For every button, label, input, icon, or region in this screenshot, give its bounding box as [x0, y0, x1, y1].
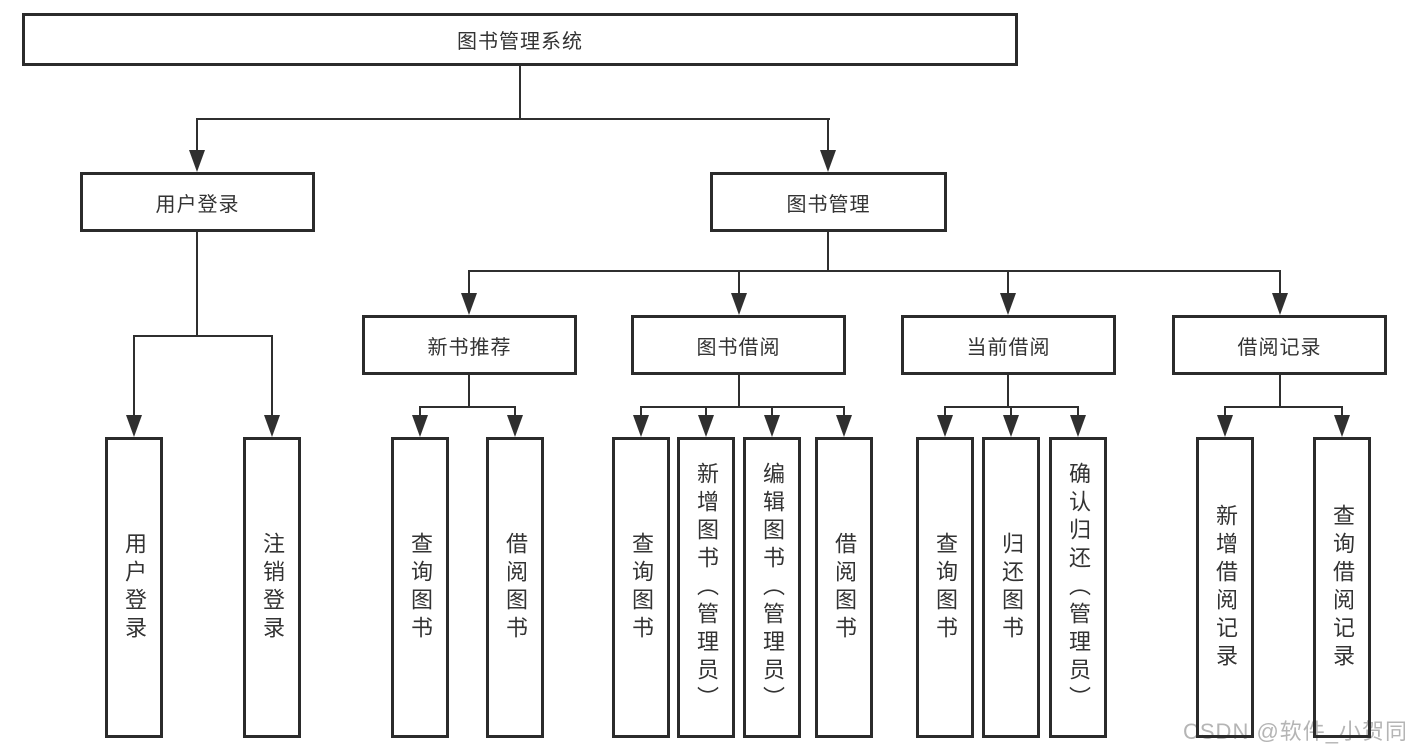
arrow-down-icon	[731, 293, 747, 315]
connector-line	[944, 406, 946, 420]
connector-line	[1279, 375, 1281, 408]
leaf-query-books-3: 查询图书	[916, 437, 974, 738]
node-user-login: 用户登录	[80, 172, 315, 232]
connector-line	[519, 66, 521, 119]
leaf-confirm-return-admin: 确认归还（管理员）	[1049, 437, 1107, 738]
arrow-down-icon	[820, 150, 836, 172]
arrow-down-icon	[507, 415, 523, 437]
connector-line	[1224, 406, 1226, 420]
connector-line	[133, 335, 273, 337]
arrow-down-icon	[126, 415, 142, 437]
connector-line	[1341, 406, 1343, 420]
connector-line	[468, 270, 1281, 272]
csdn-watermark: CSDN @软件_小贺同学	[1183, 719, 1405, 744]
connector-line	[738, 375, 740, 408]
connector-line	[1224, 406, 1343, 408]
arrow-down-icon	[1272, 293, 1288, 315]
connector-line	[1077, 406, 1079, 420]
leaf-query-borrow-record: 查询借阅记录	[1313, 437, 1371, 738]
arrow-down-icon	[1217, 415, 1233, 437]
connector-line	[133, 335, 135, 419]
connector-line	[419, 406, 421, 420]
connector-line	[1007, 270, 1009, 297]
leaf-query-books-2: 查询图书	[612, 437, 670, 738]
connector-line	[468, 270, 470, 297]
arrow-down-icon	[764, 415, 780, 437]
connector-line	[771, 406, 773, 420]
node-book-management: 图书管理	[710, 172, 947, 232]
connector-line	[468, 375, 470, 408]
leaf-borrow-books-2: 借阅图书	[815, 437, 873, 738]
arrow-down-icon	[836, 415, 852, 437]
node-current-borrow: 当前借阅	[901, 315, 1116, 375]
leaf-logout: 注销登录	[243, 437, 301, 738]
arrow-down-icon	[1000, 293, 1016, 315]
connector-line	[1010, 406, 1012, 420]
arrow-down-icon	[264, 415, 280, 437]
arrow-down-icon	[412, 415, 428, 437]
leaf-add-borrow-record: 新增借阅记录	[1196, 437, 1254, 738]
node-borrow-record: 借阅记录	[1172, 315, 1387, 375]
connector-line	[640, 406, 845, 408]
connector-line	[827, 118, 829, 154]
leaf-add-books-admin: 新增图书（管理员）	[677, 437, 735, 738]
connector-line	[827, 232, 829, 272]
leaf-return-books: 归还图书	[982, 437, 1040, 738]
connector-line	[1279, 270, 1281, 297]
leaf-user-login: 用户登录	[105, 437, 163, 738]
arrow-down-icon	[698, 415, 714, 437]
node-book-borrow: 图书借阅	[631, 315, 846, 375]
connector-line	[196, 118, 198, 154]
arrow-down-icon	[1070, 415, 1086, 437]
connector-line	[738, 270, 740, 297]
leaf-query-books-1: 查询图书	[391, 437, 449, 738]
connector-line	[419, 406, 516, 408]
connector-line	[196, 232, 198, 337]
arrow-down-icon	[189, 150, 205, 172]
arrow-down-icon	[1334, 415, 1350, 437]
arrow-down-icon	[1003, 415, 1019, 437]
arrow-down-icon	[633, 415, 649, 437]
connector-line	[640, 406, 642, 420]
node-root: 图书管理系统	[22, 13, 1018, 66]
connector-line	[843, 406, 845, 420]
connector-line	[271, 335, 273, 419]
connector-line	[1007, 375, 1009, 408]
leaf-borrow-books-1: 借阅图书	[486, 437, 544, 738]
leaf-edit-books-admin: 编辑图书（管理员）	[743, 437, 801, 738]
connector-line	[514, 406, 516, 420]
connector-line	[196, 118, 830, 120]
node-new-book-recommend: 新书推荐	[362, 315, 577, 375]
arrow-down-icon	[461, 293, 477, 315]
connector-line	[705, 406, 707, 420]
arrow-down-icon	[937, 415, 953, 437]
